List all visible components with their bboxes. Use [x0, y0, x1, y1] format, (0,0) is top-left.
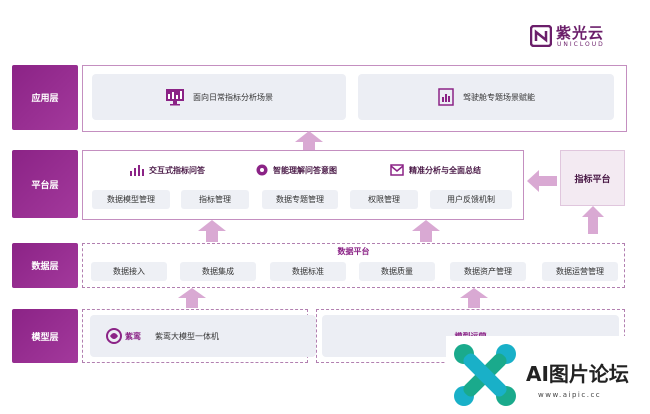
platform-head-intent-label: 智能理解问答意图: [273, 165, 337, 175]
arrow-model-to-data-right-icon: [460, 288, 488, 308]
app-item-daily-metrics-label: 面向日常指标分析场景: [193, 92, 273, 102]
monitor-chart-icon: [166, 89, 184, 106]
watermark: AI图片论坛 www.aipic.cc: [446, 336, 650, 414]
brand-logo: 紫光云 UNICLOUD: [530, 22, 630, 50]
platform-chip-data-model: 数据模型管理: [92, 190, 170, 209]
arrow-model-to-data-left-icon: [178, 288, 206, 308]
unicloud-logo-icon: [530, 25, 552, 47]
bar-chart-icon: [130, 165, 144, 176]
ai-forum-logo-icon: [454, 344, 516, 406]
data-chip-quality: 数据质量: [359, 262, 435, 281]
brand-name: 紫光云: [556, 24, 605, 42]
arrow-data-to-platform-right-icon: [412, 220, 440, 242]
platform-chip-permission: 权限管理: [350, 190, 418, 209]
watermark-url: www.aipic.cc: [538, 391, 602, 399]
model-item-ziluan: 紫鸾 紫鸾大模型一体机: [90, 315, 316, 357]
data-chip-operations: 数据运营管理: [542, 262, 618, 281]
platform-head-interactive-qa-label: 交互式指标问答: [149, 165, 205, 175]
model-item-ziluan-label: 紫鸾大模型一体机: [155, 331, 219, 341]
brand-en: UNICLOUD: [557, 41, 605, 48]
platform-head-intent: 智能理解问答意图: [256, 164, 337, 176]
data-chip-asset: 数据资产管理: [450, 262, 526, 281]
brain-gear-icon: [256, 164, 268, 176]
arrow-platform-to-app-icon: [295, 131, 323, 142]
app-item-daily-metrics: 面向日常指标分析场景: [92, 74, 346, 120]
app-item-cockpit: 驾驶舱专题场景赋能: [358, 74, 614, 120]
mail-doc-icon: [390, 164, 404, 176]
data-layer-panel: [82, 243, 625, 288]
layer-label-platform: 平台层: [12, 150, 78, 218]
data-platform-title: 数据平台: [337, 247, 370, 256]
arrow-data-to-platform-left-icon: [198, 220, 226, 242]
platform-chip-metric-mgmt: 指标管理: [181, 190, 249, 209]
metric-platform-label: 指标平台: [574, 174, 611, 185]
platform-head-interactive-qa: 交互式指标问答: [130, 164, 205, 176]
data-chip-integration: 数据集成: [180, 262, 256, 281]
platform-head-analysis: 精准分析与全面总结: [390, 164, 481, 176]
ziluan-logo-text: 紫鸾: [125, 331, 141, 341]
platform-layer-panel: [82, 150, 524, 220]
dashboard-doc-icon: [438, 88, 454, 106]
layer-label-data: 数据层: [12, 243, 78, 288]
arrow-data-to-metric-icon: [582, 206, 604, 234]
platform-head-analysis-label: 精准分析与全面总结: [409, 165, 481, 175]
arrow-side-to-platform-icon: [527, 170, 557, 192]
platform-chip-data-topic: 数据专题管理: [262, 190, 338, 209]
metric-platform-box: 指标平台: [560, 150, 625, 206]
data-chip-standard: 数据标准: [270, 262, 346, 281]
platform-chip-feedback: 用户反馈机制: [430, 190, 512, 209]
arrow-platform-to-app-stem: [303, 142, 315, 150]
layer-label-model: 模型层: [12, 309, 78, 363]
data-chip-access: 数据接入: [91, 262, 167, 281]
ziluan-logo: 紫鸾: [106, 328, 141, 344]
ziluan-swirl-icon: [106, 328, 122, 344]
app-item-cockpit-label: 驾驶舱专题场景赋能: [463, 92, 535, 102]
watermark-title: AI图片论坛: [526, 362, 629, 386]
layer-label-app: 应用层: [12, 65, 78, 130]
